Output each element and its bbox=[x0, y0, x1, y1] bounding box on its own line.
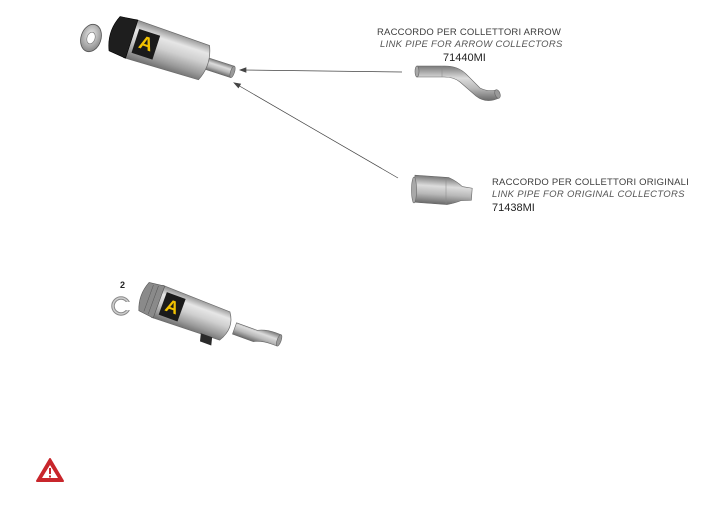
svg-text:A: A bbox=[136, 32, 156, 56]
link-pipe-original-code: 71438MI bbox=[492, 202, 535, 214]
link-pipe-arrow-code: 71440MI bbox=[443, 52, 486, 64]
link-pipe-original-title-en: LINK PIPE FOR ORIGINAL COLLECTORS bbox=[492, 189, 685, 200]
arrow-logo-badge: A bbox=[158, 292, 186, 322]
callout-number-2: 2 bbox=[120, 280, 126, 290]
link-pipe-arrow-title-en: LINK PIPE FOR ARROW COLLECTORS bbox=[380, 39, 563, 50]
svg-text:A: A bbox=[163, 295, 182, 318]
link-pipe-arrow-title-it: RACCORDO PER COLLETTORI ARROW bbox=[377, 27, 562, 38]
link-pipe-arrow-image bbox=[414, 65, 501, 101]
link-pipe-original-title-it: RACCORDO PER COLLETTORI ORIGINALI bbox=[492, 177, 689, 188]
carbon-end-cap bbox=[108, 16, 139, 59]
label-link-pipe-original: RACCORDO PER COLLETTORI ORIGINALI LINK P… bbox=[492, 177, 689, 214]
clamp-ring bbox=[111, 296, 131, 316]
leader-lines bbox=[233, 67, 403, 179]
arrow-logo-badge: A bbox=[131, 29, 161, 60]
label-link-pipe-arrow: RACCORDO PER COLLETTORI ARROW LINK PIPE … bbox=[377, 27, 563, 64]
silencer-top: A bbox=[80, 16, 236, 81]
silencer-bottom: A bbox=[138, 282, 283, 347]
end-cap-ring bbox=[80, 23, 102, 53]
link-pipe-original-image bbox=[411, 174, 473, 205]
warning-triangle-icon bbox=[36, 458, 64, 482]
